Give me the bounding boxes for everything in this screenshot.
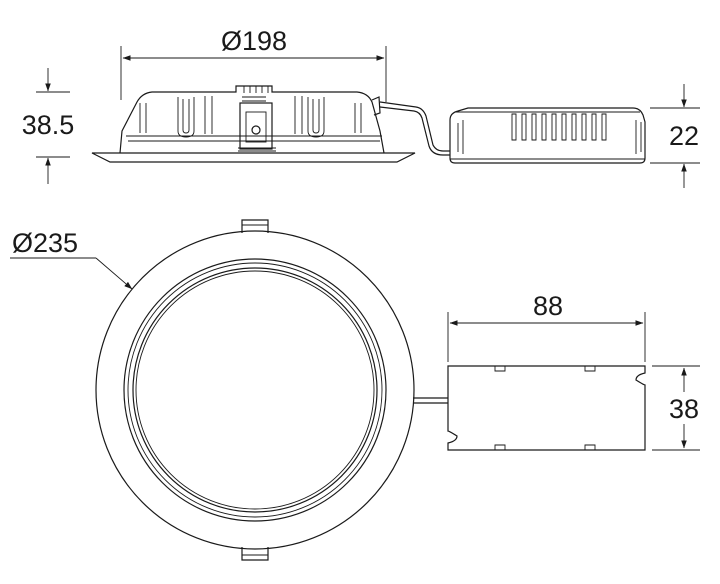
heatsink-fins: [139, 96, 362, 138]
driver-side-view: [449, 107, 646, 164]
front-diameter-label: Ø235: [12, 228, 78, 258]
driver-width-label: 38: [669, 394, 699, 424]
dimension-side-height: 38.5: [22, 68, 75, 184]
driver-height-label: 22: [669, 121, 699, 151]
dimension-driver-height: 22: [650, 84, 700, 188]
side-height-label: 38.5: [22, 110, 75, 140]
driver-vent-slots: [511, 113, 607, 141]
downlight-front-view: [95, 219, 448, 561]
dimension-driver-length: 88: [447, 291, 646, 362]
side-diameter-label: Ø198: [221, 26, 287, 56]
dimension-driver-width: 38: [652, 365, 700, 451]
dimension-side-diameter: Ø198: [120, 26, 387, 102]
spring-clip: [238, 86, 276, 152]
downlight-side-view: [91, 85, 450, 163]
dimension-front-diameter: Ø235: [10, 228, 133, 290]
driver-length-label: 88: [533, 291, 563, 321]
driver-top-view: [447, 365, 646, 451]
